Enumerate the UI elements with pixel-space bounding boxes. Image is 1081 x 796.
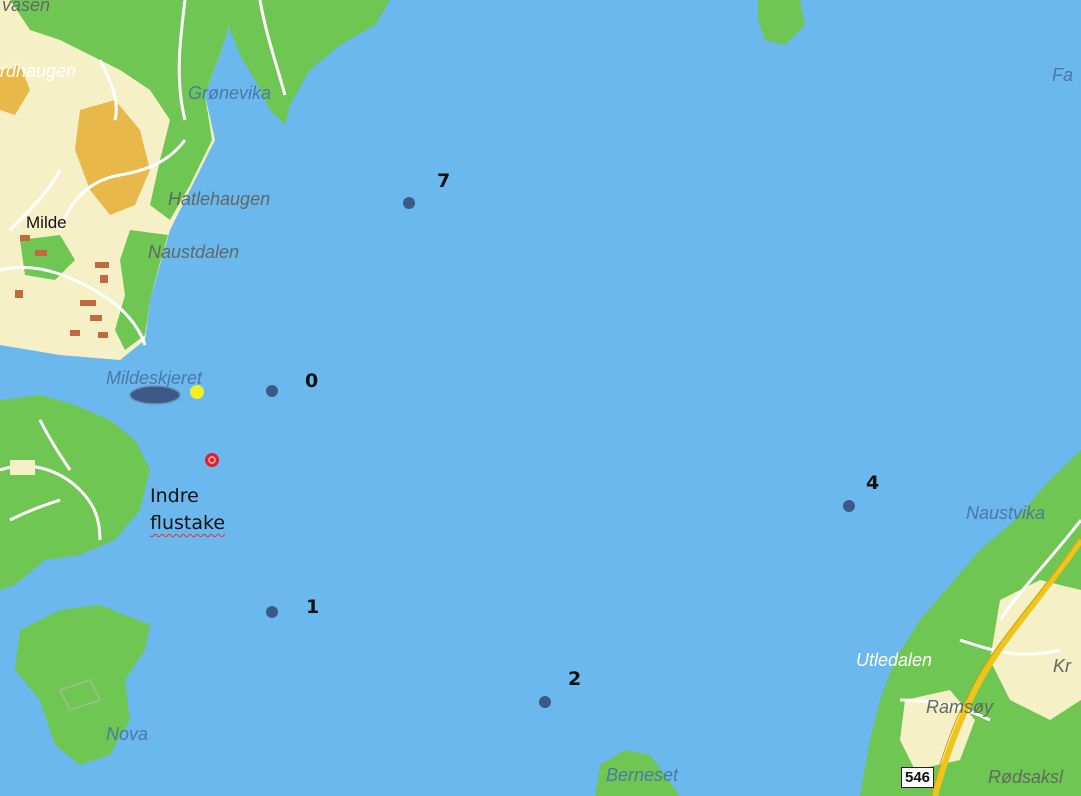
place-label-rodsaks: Rødsaksl	[988, 767, 1064, 787]
place-label-naustdalen: Naustdalen	[148, 242, 240, 262]
red-marker-indre-flustake	[205, 453, 219, 467]
island-west-farmland	[10, 460, 35, 475]
place-label-hatlehaugen: Hatlehaugen	[168, 189, 271, 209]
station-marker-4[interactable]	[843, 500, 855, 512]
buildings	[15, 235, 109, 338]
settlement-area-2	[0, 65, 30, 115]
islet-north	[758, 0, 805, 45]
station-marker-1[interactable]	[266, 606, 278, 618]
annotation-flustake: flustake	[150, 512, 226, 534]
place-label-utledalen: Utledalen	[856, 650, 933, 670]
annotation-indre: Indre	[150, 485, 199, 507]
mainland-roads	[0, 0, 187, 346]
yellow-marker	[190, 385, 204, 399]
place-label-mildeskjeret: Mildeskjeret	[106, 368, 203, 388]
station-label-0: 0	[305, 370, 319, 392]
place-label-berneset: Berneset	[606, 765, 679, 785]
mildeskjeret-shoal-marker	[129, 385, 181, 405]
station-label-2: 2	[568, 668, 582, 690]
east-farmland	[990, 580, 1081, 720]
settlement-area	[75, 100, 150, 215]
station-marker-2[interactable]	[539, 696, 551, 708]
place-label-vasen: vasen	[2, 0, 51, 15]
place-label-naustvika: Naustvika	[966, 503, 1046, 523]
station-marker-7[interactable]	[403, 197, 415, 209]
east-roads	[899, 519, 1081, 722]
place-label-fa: Fa	[1052, 65, 1074, 85]
road-north	[258, 0, 287, 96]
place-label-milde: Milde	[26, 213, 67, 232]
road-number-badge: 546	[901, 767, 935, 788]
place-label-nordhaugen: rdhaugen	[0, 61, 77, 81]
island-nova	[15, 605, 150, 765]
station-marker-0[interactable]	[266, 385, 278, 397]
station-label-1: 1	[306, 596, 320, 618]
east-farmland-2	[900, 690, 975, 770]
highway-546-edge	[930, 535, 1081, 796]
road-nova	[58, 679, 102, 711]
station-label-7: 7	[437, 170, 451, 192]
forest-coast	[115, 230, 168, 350]
place-label-nova: Nova	[106, 724, 149, 744]
islet-berneset	[595, 750, 680, 796]
place-label-gronevika: Grønevika	[188, 83, 272, 103]
station-label-4: 4	[866, 472, 880, 494]
highway-546	[932, 538, 1081, 796]
place-label-kr: Kr	[1053, 656, 1071, 676]
place-label-ramsoy: Ramsøy	[926, 697, 993, 717]
island-west	[0, 395, 150, 590]
